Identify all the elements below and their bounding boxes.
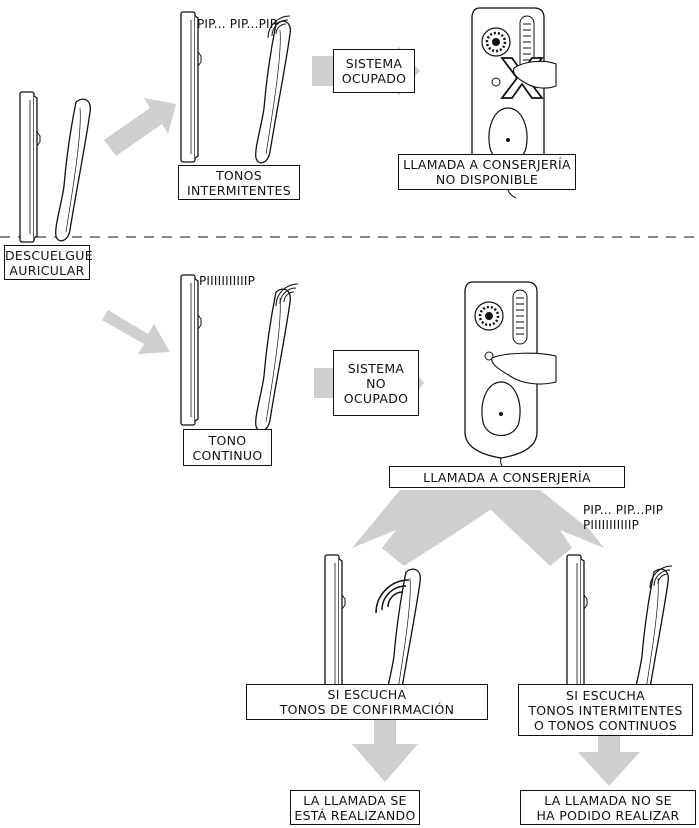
label-llamada-no-disponible: LLAMADA A CONSERJERÍA NO DISPONIBLE [398, 154, 576, 190]
arrow-descuelgue-to-tonos [104, 98, 176, 156]
arrow-intermitentes-down [578, 734, 640, 786]
label-line: SI ESCUCHA [327, 687, 407, 702]
panel-sistema-no-ocupado [463, 280, 557, 474]
panel-sistema-ocupado [470, 6, 557, 200]
finger-icon [512, 60, 557, 89]
label-line: TONOS DE CONFIRMACIÓN [279, 702, 455, 717]
label-sistema-ocupado: SISTEMA OCUPADO [333, 49, 415, 93]
label-line: LA LLAMADA SE [303, 792, 407, 808]
label-line: LLAMADA A CONSERJERÍA [423, 469, 591, 485]
label-line: SISTEMA [347, 360, 405, 376]
label-line: HA PODIDO REALIZAR [536, 807, 680, 823]
label-line: SI ESCUCHA [566, 687, 645, 703]
finger-icon [491, 352, 557, 385]
label-tonos-confirmacion: SI ESCUCHA TONOS DE CONFIRMACIÓN [246, 684, 488, 720]
label-line: OCUPADO [341, 71, 407, 86]
label-line: SISTEMA [345, 56, 403, 71]
label-sistema-no-ocupado: SISTEMA NO OCUPADO [333, 350, 419, 416]
handset-descuelgue [19, 91, 91, 243]
label-line: AURICULAR [9, 262, 85, 278]
label-line: OCUPADO [343, 390, 409, 406]
label-line: TONO [208, 432, 247, 448]
label-tonos-intermitentes-continuos: SI ESCUCHA TONOS INTERMITENTES O TONOS C… [518, 684, 693, 736]
label-line: ESTÁ REALIZANDO [294, 807, 416, 823]
label-line: LLAMADA A CONSERJERÍA [403, 157, 571, 172]
label-llamada-conserjeria: LLAMADA A CONSERJERÍA [389, 466, 625, 488]
label-tono-continuo: TONO CONTINUO [183, 429, 272, 466]
label-line: O TONOS CONTINUOS [534, 717, 677, 733]
label-line: NO DISPONIBLE [435, 172, 539, 187]
label-llamada-realizando: LA LLAMADA SE ESTÁ REALIZANDO [290, 790, 420, 825]
arrow-descuelgue-to-tono [102, 310, 170, 354]
label-descuelgue-auricular: DESCUELGUE AURICULAR [4, 245, 93, 280]
label-line: NO [366, 375, 386, 391]
arrow-split-left [352, 490, 520, 566]
arrow-confirmacion-down [352, 718, 418, 782]
label-llamada-no-realizada: LA LLAMADA NO SE HA PODIDO REALIZAR [520, 790, 696, 825]
label-line: TONOS INTERMITENTES [528, 702, 683, 718]
sound-text-bottom-intermitente: PIP... PIP...PIP [583, 503, 664, 517]
label-line: LA LLAMADA NO SE [544, 792, 672, 808]
label-line: INTERMITENTES [187, 182, 291, 198]
sound-text-continuo: PIIIIIIIIIIIP [199, 274, 256, 288]
sound-text-bottom-continuo: PIIIIIIIIIIIP [583, 518, 640, 532]
arrow-split-right [470, 490, 604, 566]
label-line: CONTINUO [192, 447, 263, 463]
label-line: TONOS [215, 167, 263, 183]
handset-tono-continuo [180, 274, 299, 432]
handset-tonos-intermitentes [180, 11, 291, 164]
sound-text-intermitente: PIP... PIP...PIP [197, 17, 278, 31]
label-line: DESCUELGUE [5, 247, 93, 263]
label-tonos-intermitentes: TONOS INTERMITENTES [178, 165, 300, 200]
